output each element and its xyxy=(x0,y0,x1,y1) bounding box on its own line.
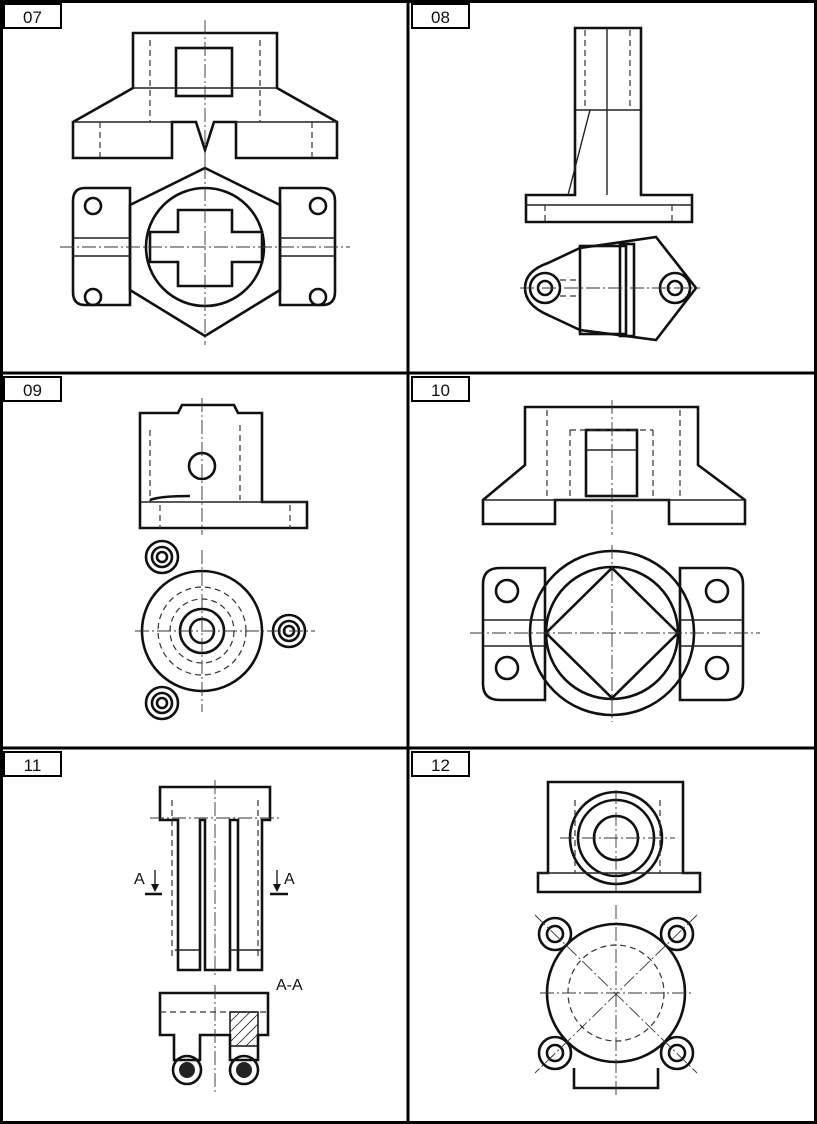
panel-08-drawing xyxy=(520,26,700,342)
panel-12-drawing xyxy=(534,780,702,1095)
panel-10-drawing xyxy=(470,400,760,722)
panel-number-09: 09 xyxy=(3,376,62,402)
section-arrow-label-left: A xyxy=(134,871,145,888)
panel-number-07: 07 xyxy=(3,3,62,29)
panel-07-drawing xyxy=(60,20,350,345)
section-hatching xyxy=(229,1011,259,1047)
panel-number-12: 12 xyxy=(411,751,470,777)
panel-number-08: 08 xyxy=(411,3,470,29)
section-arrow-label-right: A xyxy=(284,871,295,888)
section-title: A-A xyxy=(276,977,303,994)
panel-09-drawing xyxy=(135,398,315,721)
panel-11-drawing xyxy=(145,780,288,1092)
panel-number-11: 11 xyxy=(3,751,62,777)
panel-number-10: 10 xyxy=(411,376,470,402)
